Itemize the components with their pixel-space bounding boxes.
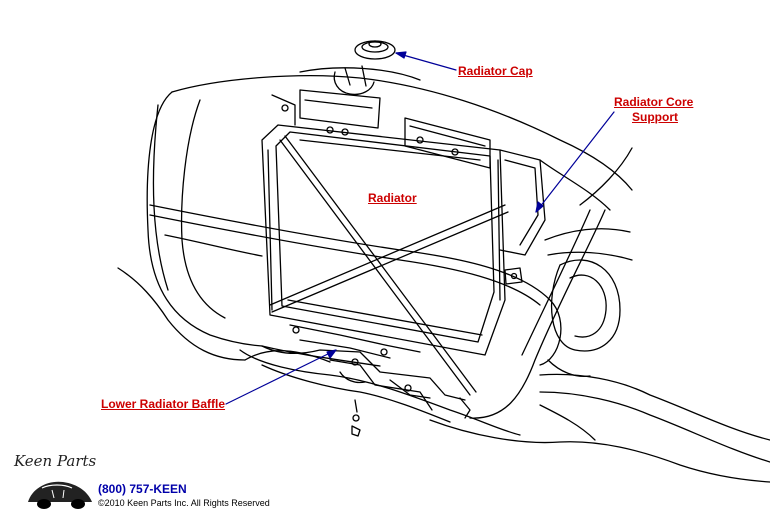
radiator-label[interactable]: Radiator: [368, 191, 417, 205]
radiator-core: [261, 124, 506, 356]
front-pan: [239, 349, 770, 483]
upper-tank: [271, 40, 546, 256]
radiator-core-support-label-line2[interactable]: Support: [632, 110, 678, 124]
radiator-cap-label[interactable]: Radiator Cap: [458, 64, 533, 78]
leader-lines: [225, 51, 615, 405]
brace-rods: [149, 135, 562, 396]
keen-parts-logo: [28, 481, 92, 509]
body-shell: [117, 67, 633, 367]
copyright-notice: ©2010 Keen Parts Inc. All Rights Reserve…: [98, 498, 270, 508]
keen-parts-logo-text: Keen Parts: [14, 452, 97, 470]
lower-radiator-baffle-label[interactable]: Lower Radiator Baffle: [101, 397, 226, 411]
radiator-core-support-label-line1[interactable]: Radiator Core: [614, 95, 694, 109]
right-fender: [469, 209, 770, 463]
phone-number: (800) 757-KEEN: [98, 482, 187, 496]
lower-baffle: [261, 267, 523, 437]
